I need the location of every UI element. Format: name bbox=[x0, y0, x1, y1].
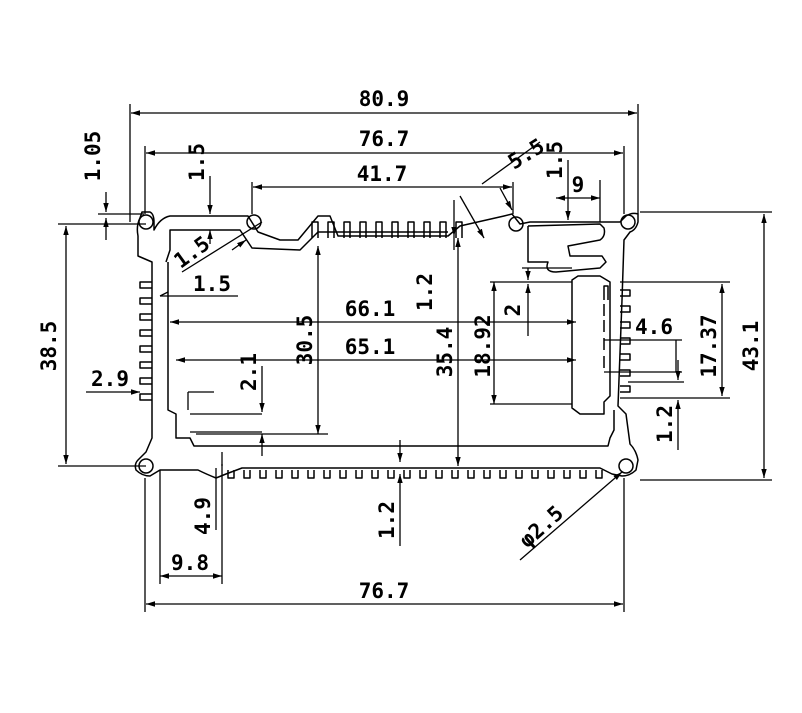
dim-left-wall: 1.5 bbox=[193, 272, 231, 296]
profile-outer-shell bbox=[134, 211, 639, 479]
dim-fin-zone-height: 17.37 bbox=[697, 314, 721, 377]
dim-rail-height: 18.92 bbox=[471, 314, 495, 377]
dim-top-wall-left: 1.05 bbox=[81, 131, 105, 182]
dim-bottom-offset: 9.8 bbox=[171, 551, 209, 575]
dim-bottom-fin-thickness: 1.2 bbox=[375, 501, 399, 539]
dim-inner-width-a: 66.1 bbox=[345, 297, 396, 321]
top-fins bbox=[311, 221, 463, 238]
dim-top-right-gap: 9 bbox=[572, 173, 585, 197]
extrusion-profile-outline bbox=[134, 211, 639, 479]
dim-top-inner-width: 76.7 bbox=[359, 127, 410, 151]
right-rail bbox=[527, 223, 611, 415]
dim-bottom-fin-depth: 4.9 bbox=[191, 497, 215, 535]
dim-inner-height-right: 35.4 bbox=[433, 327, 457, 378]
bottom-fins bbox=[227, 470, 603, 479]
dim-inner-height-left: 30.5 bbox=[293, 315, 317, 366]
dimension-lines: 80.9 76.7 41.7 5.5 1.05 1.5 1.5 9 bbox=[37, 87, 772, 612]
dim-hole-diameter: φ2.5 bbox=[514, 501, 568, 553]
left-fins bbox=[139, 281, 152, 401]
dim-top-angle-right: 5.5 bbox=[504, 134, 549, 174]
dim-slot-height-left: 2.1 bbox=[237, 353, 261, 391]
dim-right-fin-thickness: 1.2 bbox=[653, 405, 677, 443]
dim-left-slot: 2.9 bbox=[91, 367, 129, 391]
dim-fin-thickness-top: 1.2 bbox=[413, 273, 437, 311]
dim-rail-step: 2 bbox=[501, 304, 525, 317]
dim-chamfer-left: 1.5 bbox=[169, 231, 214, 273]
dim-inner-height: 38.5 bbox=[37, 321, 61, 372]
dim-top-recess-width: 41.7 bbox=[357, 162, 408, 186]
dim-overall-width: 80.9 bbox=[359, 87, 410, 111]
dim-inner-width-b: 65.1 bbox=[345, 335, 396, 359]
right-fins bbox=[603, 285, 631, 393]
dim-top-wall-thickness: 1.5 bbox=[185, 143, 209, 181]
dim-bottom-inner-width: 76.7 bbox=[359, 579, 410, 603]
profile-inner-wall bbox=[165, 229, 615, 447]
dim-fin-pitch: 4.6 bbox=[635, 315, 673, 339]
dim-top-right-wall: 1.5 bbox=[543, 141, 567, 179]
dim-overall-height: 43.1 bbox=[739, 321, 763, 372]
